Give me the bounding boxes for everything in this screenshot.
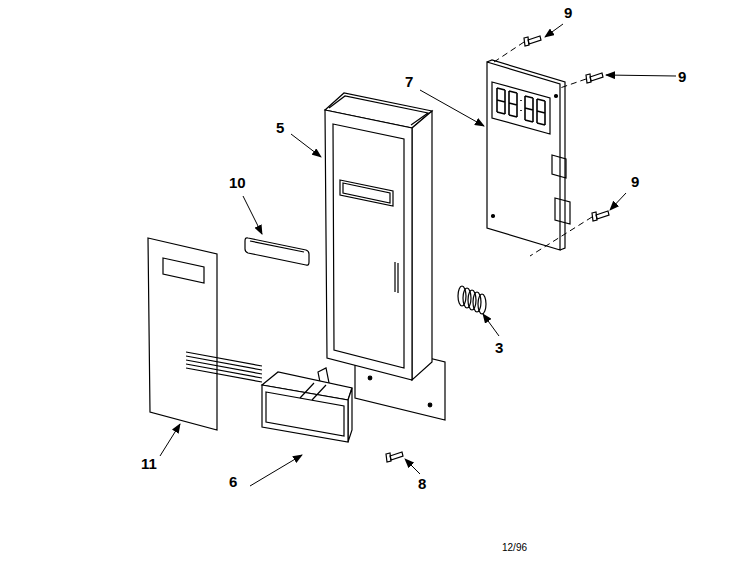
display-window (245, 238, 309, 265)
callout-number: 9 (564, 5, 572, 20)
door-button (262, 368, 352, 442)
callout-number: 6 (229, 474, 237, 489)
touch-panel (148, 238, 262, 430)
callout-number: 9 (678, 69, 686, 84)
callout-number: 11 (141, 456, 157, 471)
spring (458, 286, 486, 314)
control-housing (325, 93, 445, 420)
leader-line (160, 24, 676, 486)
callout-number: 10 (229, 175, 246, 190)
callout-number: 5 (276, 120, 284, 135)
callout-number: 3 (495, 340, 503, 355)
control-board (487, 60, 570, 250)
callout-number: 7 (405, 74, 413, 89)
callout-number: 9 (631, 174, 639, 189)
date-code: 12/96 (502, 543, 527, 553)
callout-number: 8 (418, 476, 426, 491)
